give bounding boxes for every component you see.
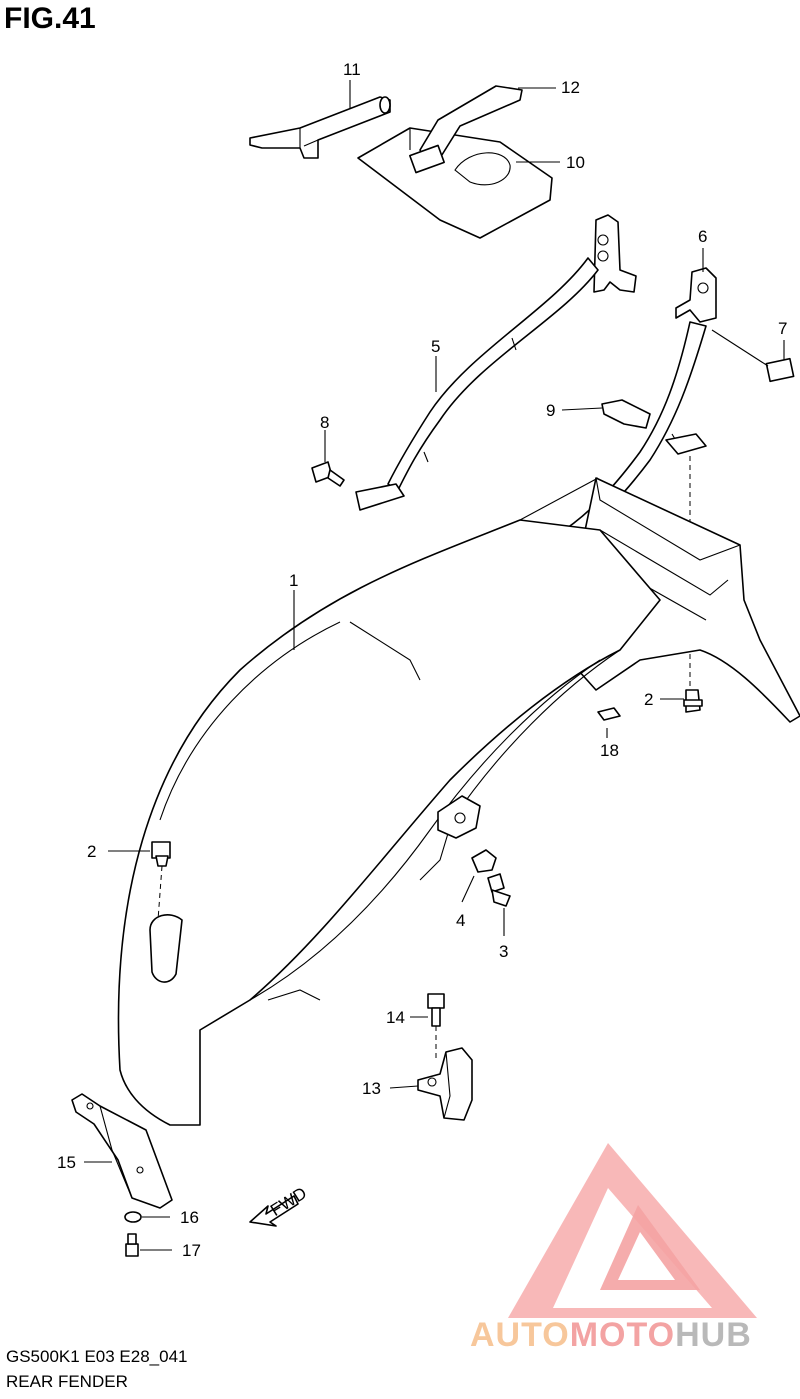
callout-8: 8 <box>320 413 329 432</box>
part-7-bolt <box>711 329 795 383</box>
watermark-text-moto: MOTO <box>569 1316 676 1354</box>
callout-18: 18 <box>600 741 619 760</box>
part-17-screw <box>125 1233 139 1257</box>
callout-16: 16 <box>180 1208 199 1227</box>
part-18-pad <box>597 707 621 721</box>
part-16-washer <box>124 1211 142 1223</box>
callout-9: 9 <box>546 401 555 420</box>
watermark-logo <box>508 1143 757 1318</box>
callout-4: 4 <box>456 911 465 930</box>
callout-11: 11 <box>343 60 361 79</box>
callout-2-upper: 2 <box>644 690 653 709</box>
callout-1: 1 <box>289 571 298 590</box>
watermark-text: AUTOMOTOHUB <box>470 1316 752 1355</box>
callout-3: 3 <box>499 942 508 961</box>
part-2-bolt-upper <box>683 689 703 713</box>
figure-code: GS500K1 E03 E28_041 <box>6 1347 188 1366</box>
figure-name: REAR FENDER <box>6 1372 128 1391</box>
part-10-tray <box>357 127 553 239</box>
callout-13: 13 <box>362 1079 381 1098</box>
part-2-bolt-lower <box>151 841 171 921</box>
callout-14: 14 <box>386 1008 405 1027</box>
direction-label: FWD <box>267 1183 310 1220</box>
part-4-nut <box>471 849 497 873</box>
watermark-text-hub: HUB <box>675 1316 752 1354</box>
callout-10: 10 <box>566 153 585 172</box>
callout-5: 5 <box>431 337 440 356</box>
part-1-rear-fender <box>117 477 800 1126</box>
watermark-text-auto: AUTO <box>470 1316 570 1354</box>
callout-12: 12 <box>561 78 580 97</box>
callout-labels: 11 12 10 6 7 5 9 8 1 2 18 2 4 3 14 13 15… <box>57 60 787 1260</box>
part-3-screw <box>487 873 511 907</box>
part-12-strap <box>409 85 523 174</box>
leader-lines <box>84 80 785 1251</box>
callout-15: 15 <box>57 1153 76 1172</box>
part-11-strap <box>249 96 391 159</box>
part-15-bracket <box>71 1093 173 1209</box>
callout-6: 6 <box>698 227 707 246</box>
part-13-clamp <box>417 1047 473 1121</box>
callout-2-lower: 2 <box>87 842 96 861</box>
figure-title: FIG.41 <box>4 2 96 35</box>
callout-7: 7 <box>778 319 787 338</box>
callout-17: 17 <box>182 1241 201 1260</box>
forward-arrow-icon: FWD <box>249 1183 310 1227</box>
part-8-bolt <box>311 461 345 487</box>
part-14-bolt <box>427 993 445 1058</box>
part-5-grab-rail-left <box>355 214 637 511</box>
